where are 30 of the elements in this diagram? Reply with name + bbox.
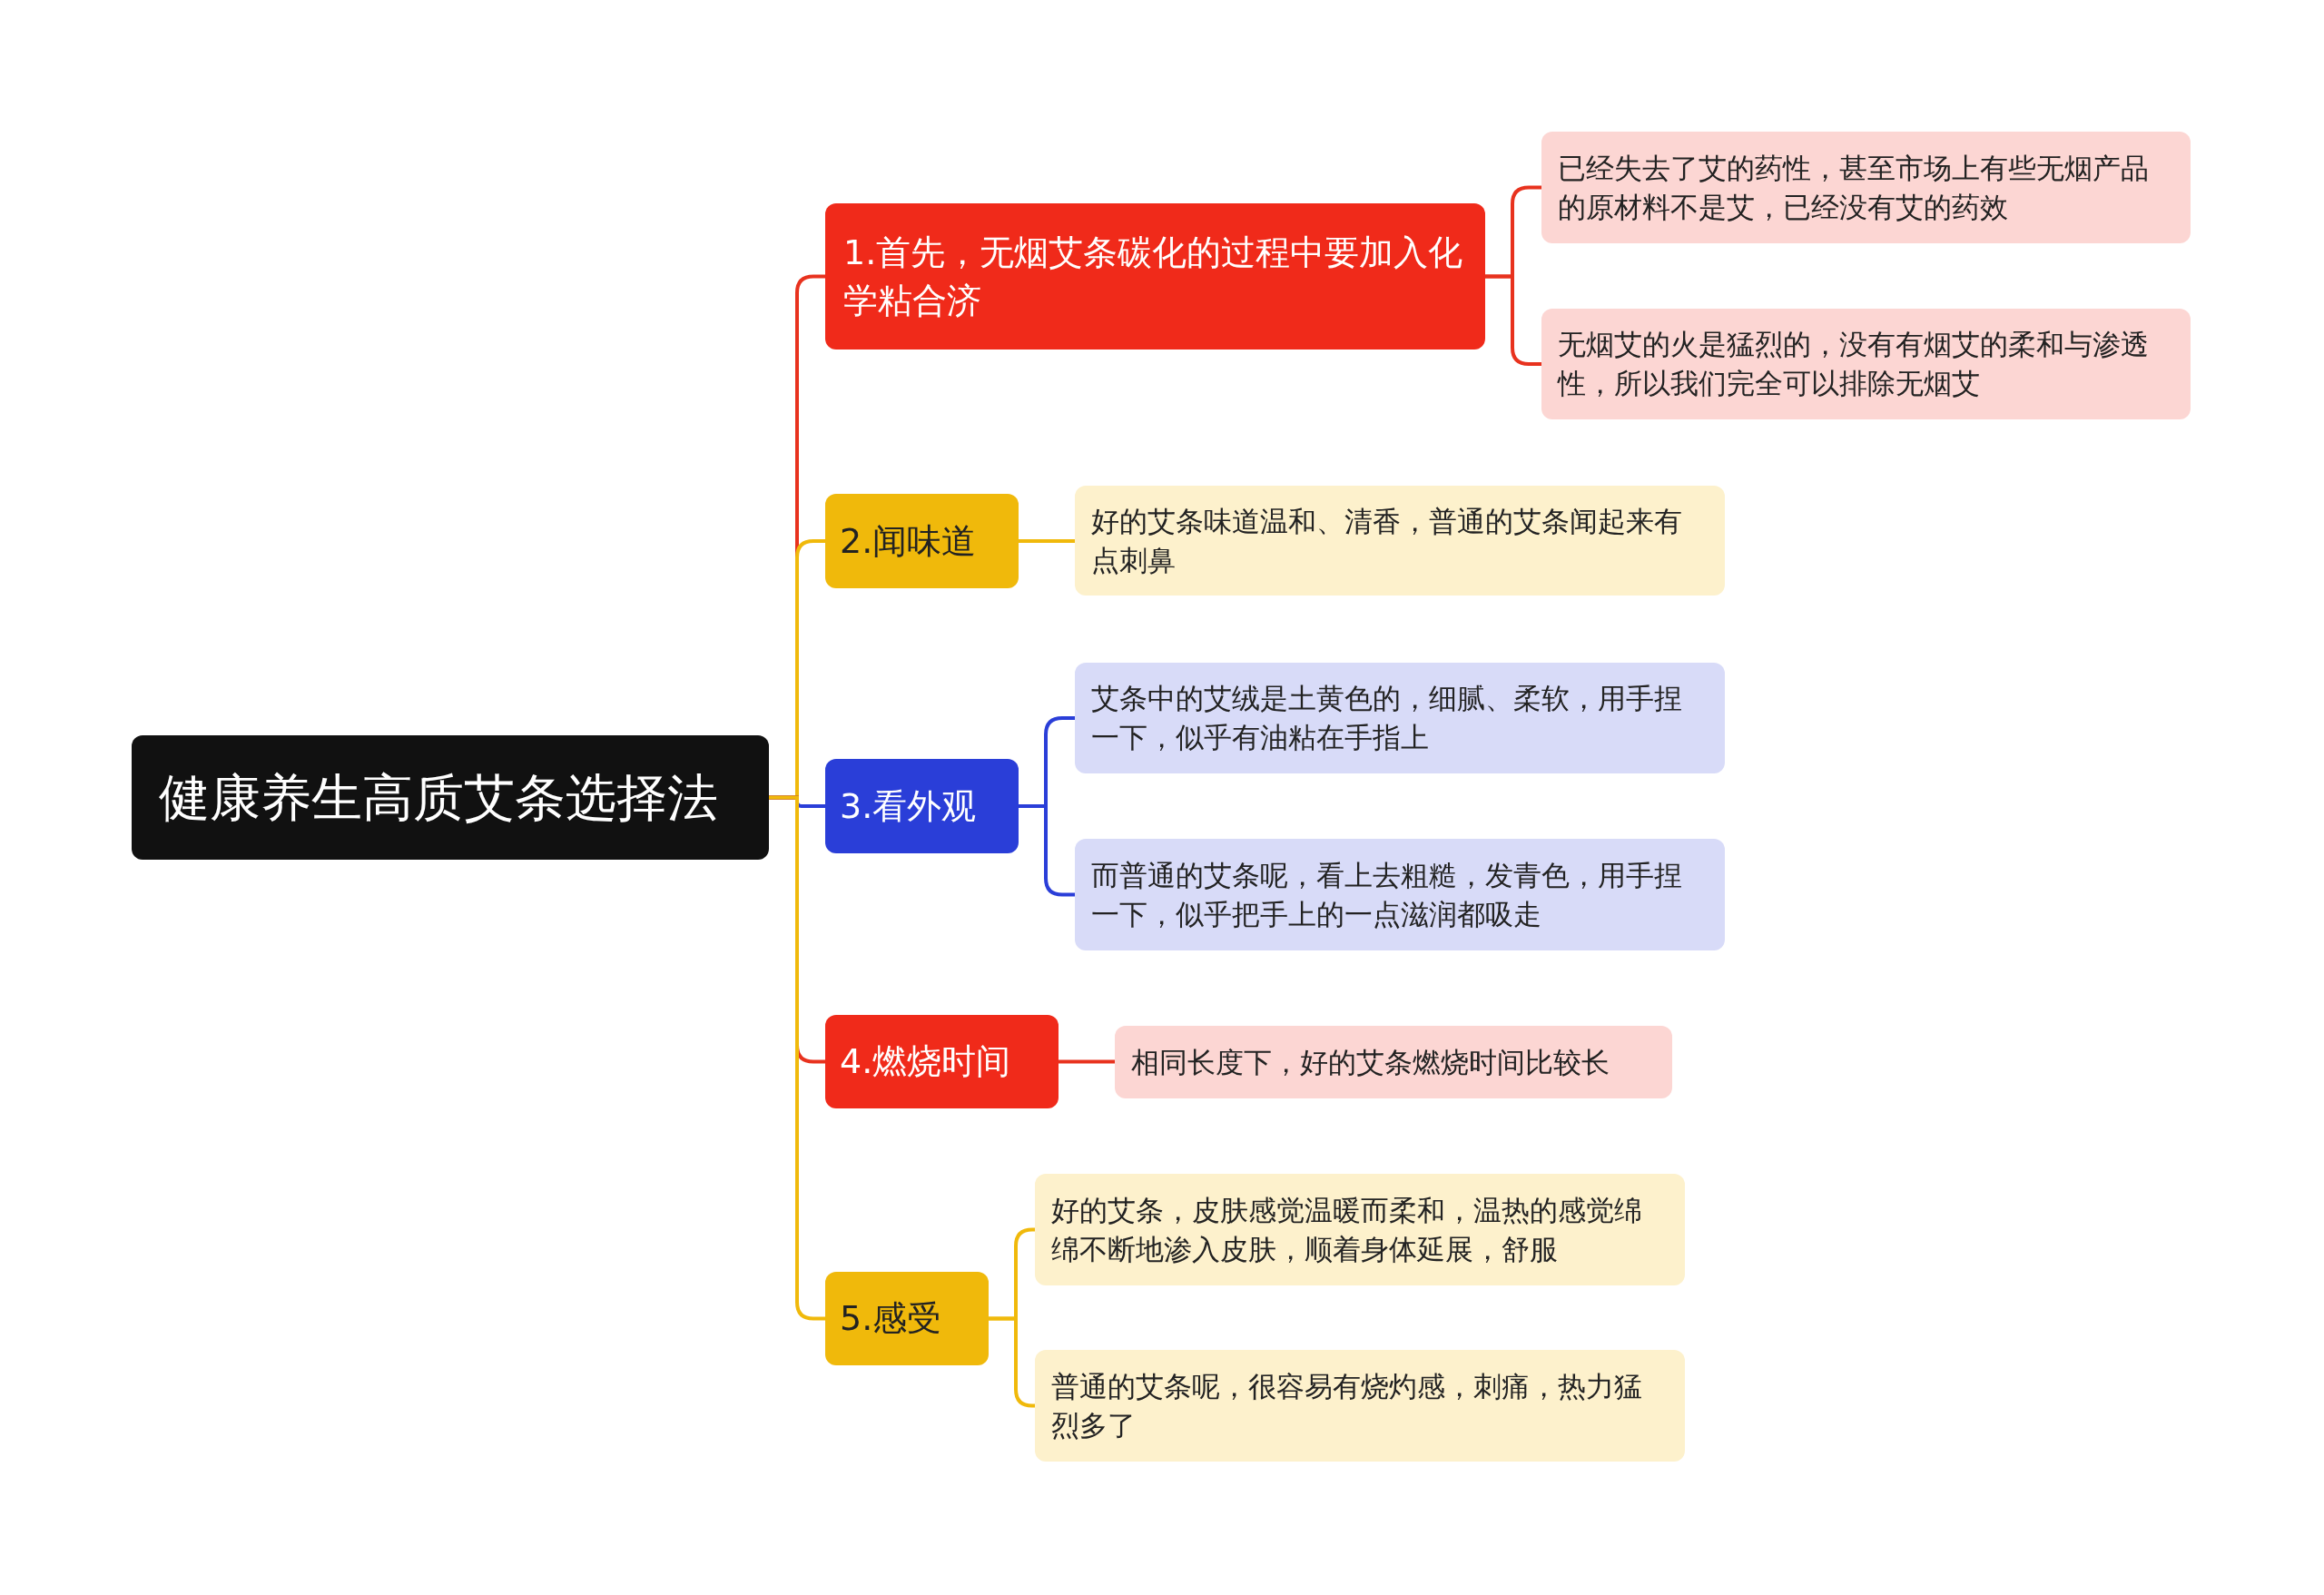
branch-topic-box (825, 1272, 989, 1365)
branch-topic-box (825, 759, 1019, 853)
topic-text: 健康养生高质艾条选择法 (159, 766, 718, 829)
subtopic-text: 艾条中的艾绒是土黄色的，细腻、柔软，用手捏一下，似乎有油粘在手指上 (1091, 681, 1683, 755)
subtopic-box (1035, 1174, 1685, 1285)
subtopic-text: 已经失去了艾的药性，甚至市场上有些无烟产品的原材料不是艾，已经没有艾的药效 (1558, 150, 2150, 225)
subtopic-box (1541, 132, 2191, 243)
branch-topic-box (825, 1015, 1059, 1108)
subtopic-text: 普通的艾条呢，很容易有烧灼感，刺痛，热力猛烈多了 (1051, 1368, 1643, 1443)
connector-line (1019, 539, 1075, 543)
subtopic-box (1075, 839, 1725, 950)
subtopic-text: 好的艾条味道温和、清香，普通的艾条闻起来有点刺鼻 (1091, 503, 1683, 578)
branch-topic-box (825, 203, 1485, 350)
topic-text: 4.燃烧时间 (840, 1040, 1011, 1084)
subtopic-box (1115, 1026, 1672, 1098)
central-topic-box (132, 735, 769, 860)
branch-topic-box (825, 494, 1019, 588)
subtopic-text: 相同长度下，好的艾条燃烧时间比较长 (1131, 1044, 1610, 1080)
topic-text: 2.闻味道 (840, 519, 977, 563)
topic-text: 3.看外观 (840, 784, 977, 828)
subtopic-text: 而普通的艾条呢，看上去粗糙，发青色，用手捏一下，似乎把手上的一点滋润都吸走 (1091, 857, 1683, 932)
subtopic-box (1075, 663, 1725, 773)
subtopic-box (1541, 309, 2191, 419)
connector-line (1059, 1059, 1115, 1064)
subtopic-box (1035, 1350, 1685, 1462)
topic-text: 1.首先，无烟艾条碳化的过程中要加入化学粘合济 (843, 231, 1464, 322)
subtopic-text: 无烟艾的火是猛烈的，没有有烟艾的柔和与渗透性，所以我们完全可以排除无烟艾 (1558, 327, 2150, 401)
topic-text: 5.感受 (840, 1297, 942, 1341)
subtopic-box (1075, 486, 1725, 596)
subtopic-text: 好的艾条，皮肤感觉温暖而柔和，温热的感觉绵绵不断地渗入皮肤，顺着身体延展，舒服 (1051, 1192, 1643, 1267)
